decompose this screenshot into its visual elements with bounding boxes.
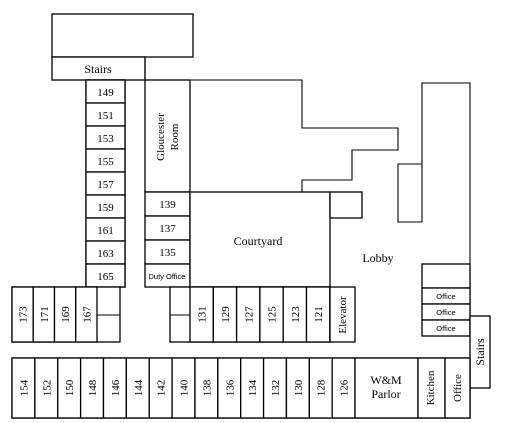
room-label: 129: [220, 306, 232, 323]
gloucester-room-label: Gloucester: [155, 113, 167, 161]
room-label: 167: [81, 306, 93, 323]
room-label: 159: [97, 202, 114, 214]
room-label: 173: [18, 306, 30, 323]
right-small-room: [397, 163, 422, 223]
gloucester-room-label-line2: Room: [169, 123, 181, 150]
wm-parlor-label: W&M: [370, 373, 402, 387]
left-column-rooms: 149 151 153 155 157 159 161 163 165: [85, 79, 126, 288]
room-label: 152: [41, 380, 53, 397]
wm-parlor[interactable]: [354, 357, 419, 419]
room-label: 139: [159, 199, 176, 211]
wm-parlor-label-line2: Parlor: [371, 387, 400, 401]
room-label: 125: [267, 306, 279, 323]
gloucester-room[interactable]: [144, 79, 191, 193]
small-office-label: Office: [436, 308, 455, 317]
room-label: 138: [201, 379, 213, 396]
room-label: 132: [270, 380, 282, 397]
room-label: 130: [293, 379, 305, 396]
room-label: 165: [97, 271, 114, 283]
small-office-label: Office: [436, 324, 455, 333]
room-label: 144: [133, 379, 145, 396]
duty-office-label: Duty Office: [149, 272, 186, 281]
room-label: 135: [159, 247, 176, 259]
room-label: 121: [313, 306, 325, 323]
room-label: 169: [60, 306, 72, 323]
courtyard: [189, 191, 331, 288]
room-label: 161: [97, 225, 114, 237]
elevator[interactable]: [329, 286, 356, 343]
kitchen-label: Kitchen: [425, 370, 437, 405]
room-label: 146: [110, 379, 122, 396]
room-label: 149: [97, 87, 114, 99]
room-label: 142: [156, 380, 168, 397]
office-bottom[interactable]: [444, 357, 471, 419]
kitchen[interactable]: [417, 357, 446, 419]
bottom-row-rooms: 154 152 150 148 146 144 142 140 138 136 134 132 130 1…: [11, 357, 356, 419]
room-label: 131: [197, 306, 209, 323]
room-label: 157: [97, 179, 114, 191]
room-label: 140: [179, 379, 191, 396]
elevator-label: Elevator: [337, 296, 349, 334]
room-label: 136: [224, 379, 236, 396]
room-label: 171: [39, 306, 51, 323]
room-label: 137: [159, 223, 176, 235]
room-label: 123: [290, 306, 302, 323]
office-bottom-label: Office: [452, 374, 464, 402]
room-label: 154: [18, 379, 30, 396]
room-label: 134: [247, 379, 259, 396]
upper-wall-outline: [190, 79, 399, 192]
stairs-top-label: Stairs: [84, 62, 112, 76]
room-label: 151: [97, 110, 114, 122]
room-label: 128: [316, 379, 328, 396]
courtyard-notch: [329, 191, 363, 219]
courtyard-row-rooms: 131 129 127 125 123 121: [189, 286, 331, 343]
room-label: 126: [339, 379, 351, 396]
room-135[interactable]: [144, 239, 191, 265]
small-office-block: [421, 263, 471, 289]
room-label: 127: [243, 306, 255, 323]
stairs-right-label: Stairs: [473, 338, 487, 366]
center-column-rooms: 139 137 135: [144, 191, 191, 265]
left-block-rooms: 173 171 169 167: [11, 286, 98, 343]
small-office-label: Office: [436, 292, 455, 301]
upper-stair-block: [51, 13, 194, 58]
room-label: 150: [64, 379, 76, 396]
courtyard-label: Courtyard: [234, 234, 283, 248]
room-label: 148: [87, 379, 99, 396]
room-label: 155: [97, 156, 114, 168]
room-label: 163: [97, 248, 114, 260]
stairs-right[interactable]: [469, 315, 491, 389]
right-tall-block: [421, 82, 471, 264]
room-label: 153: [97, 133, 114, 145]
lobby-label: Lobby: [362, 251, 393, 265]
